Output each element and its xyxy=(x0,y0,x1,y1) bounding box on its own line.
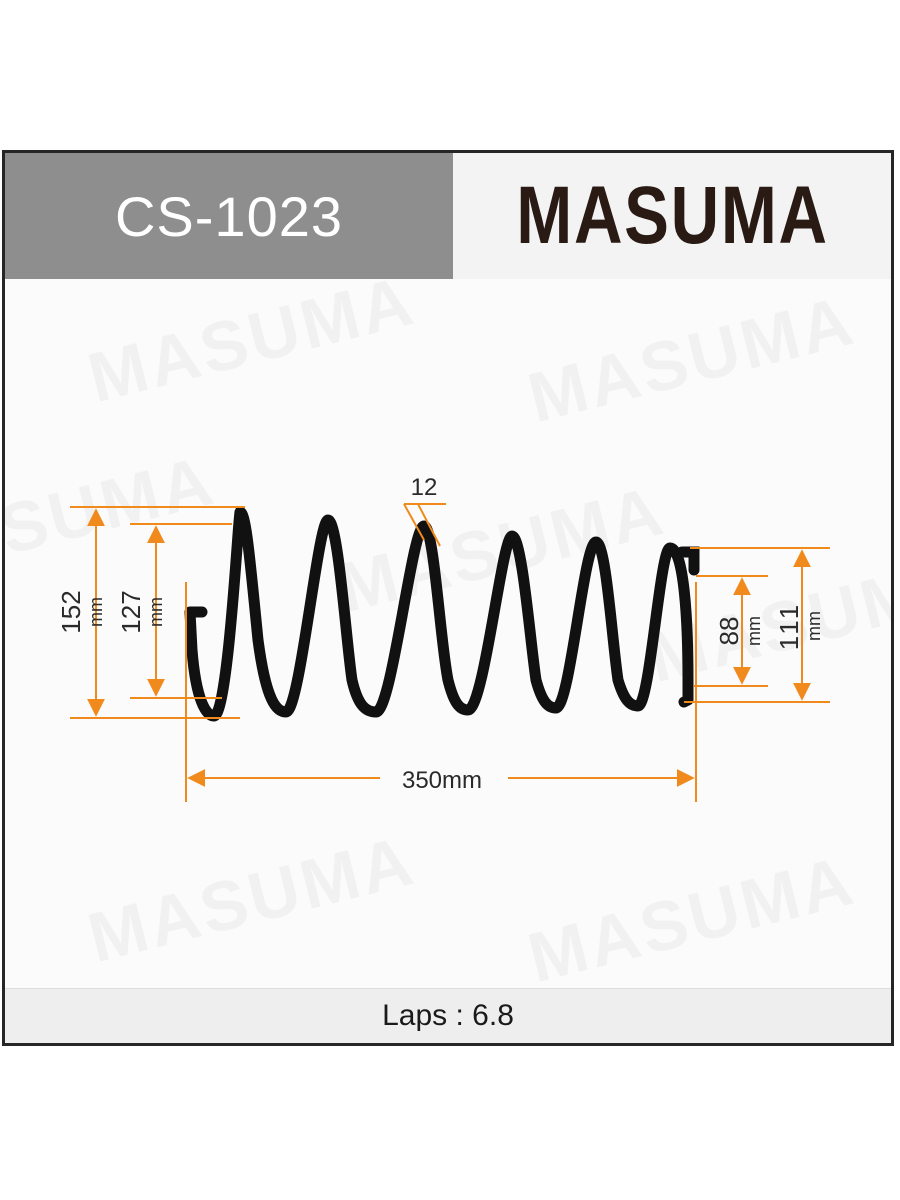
svg-text:mm: mm xyxy=(804,611,824,641)
brand-logo: MASUMA xyxy=(453,153,891,279)
coil-spring xyxy=(184,506,700,722)
dimension-wire-diameter xyxy=(403,503,446,547)
label-outer-right: 111 mm xyxy=(774,602,824,651)
label-inner-left: 127 mm xyxy=(116,590,166,633)
svg-text:88: 88 xyxy=(714,617,744,646)
label-free-length: 350mm xyxy=(402,767,482,794)
dimension-free-length xyxy=(185,582,697,802)
label-inner-right: 88 mm xyxy=(714,616,764,646)
dimension-outer-right xyxy=(684,547,830,703)
svg-text:mm: mm xyxy=(146,597,166,627)
svg-text:111: 111 xyxy=(774,602,804,651)
brand-name: MASUMA xyxy=(515,170,829,261)
laps-footer: Laps : 6.8 xyxy=(5,988,891,1043)
part-code: CS-1023 xyxy=(5,153,453,279)
label-wire-diameter: 12 xyxy=(411,474,438,501)
svg-text:mm: mm xyxy=(86,597,106,627)
dimension-outer-left xyxy=(70,506,245,719)
svg-text:mm: mm xyxy=(744,616,764,646)
dimension-inner-left xyxy=(130,523,232,699)
label-outer-left: 152 mm xyxy=(56,590,106,633)
svg-text:127: 127 xyxy=(116,590,146,633)
svg-text:152: 152 xyxy=(56,590,86,633)
dimension-inner-right xyxy=(694,575,768,687)
